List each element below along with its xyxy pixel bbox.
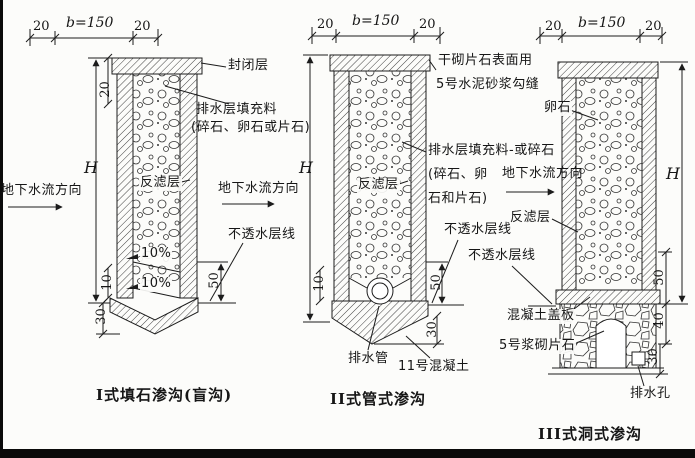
slope-mark-icon xyxy=(126,254,138,259)
dim-cap-20: 20 xyxy=(97,81,113,98)
dim-top-right: 20 xyxy=(419,17,436,32)
type1-right-wall xyxy=(179,73,198,299)
concrete-cover-slab xyxy=(555,289,661,305)
dim-30: 30 xyxy=(424,321,440,338)
label-groundwater-flow: 地下水流方向 xyxy=(502,166,584,181)
label-impermeable-line: 不透水层线 xyxy=(468,248,536,263)
dim-50: 50 xyxy=(428,274,444,291)
dim-top-width: b=150 xyxy=(66,15,114,31)
dim-top-left: 20 xyxy=(33,19,50,34)
dim-height-H: H xyxy=(666,164,680,183)
label-seal-layer: 封闭层 xyxy=(228,58,269,73)
label-cobble: 卵石 xyxy=(543,100,573,116)
type2-cap xyxy=(329,54,431,72)
label-slope-lower: 10% xyxy=(140,276,173,292)
label-concrete-cover-slab: 混凝土盖板 xyxy=(506,308,576,324)
scan-border-left xyxy=(0,0,3,458)
dim-top-right: 20 xyxy=(645,19,662,34)
dim-40: 40 xyxy=(651,312,667,329)
label-drain-pipe: 排水管 xyxy=(348,351,389,366)
type2-right-wall xyxy=(410,70,427,302)
caption-type3: III式洞式渗沟 xyxy=(538,425,643,443)
label-filter-layer: 反滤层 xyxy=(357,177,400,193)
label-groundwater-flow: 地下水流方向 xyxy=(1,183,83,198)
drain-hole xyxy=(631,351,646,366)
tunnel-cavity xyxy=(595,318,627,369)
dim-50: 50 xyxy=(206,272,222,289)
type2-left-wall xyxy=(333,70,350,302)
dim-top-width: b=150 xyxy=(578,15,626,31)
type2-drawing xyxy=(222,27,464,359)
label-slope-upper: 10% xyxy=(140,246,173,262)
label-drain-fill-line2: (碎石、卵石或片石) xyxy=(191,120,311,135)
label-drylaid-stone-line1: 干砌片石表面用 xyxy=(438,53,533,68)
label-drylaid-stone-line2: 5号水泥砂浆勾缝 xyxy=(436,77,540,92)
label-impermeable-line: 不透水层线 xyxy=(228,227,296,242)
dim-30: 30 xyxy=(93,308,109,325)
type3-right-wall xyxy=(641,77,657,291)
caption-type2: II式管式渗沟 xyxy=(330,390,427,408)
dim-height-H: H xyxy=(299,158,313,177)
label-drain-fill-line1: 排水层填充料 xyxy=(196,102,278,117)
dim-50: 50 xyxy=(651,269,667,286)
type3-drawing xyxy=(506,27,688,387)
label-drain-hole: 排水孔 xyxy=(630,386,671,401)
type2-concrete-base xyxy=(331,300,429,345)
type1-seal-cap xyxy=(111,57,203,75)
dim-top-width: b=150 xyxy=(352,13,400,29)
dim-top-left: 20 xyxy=(545,19,562,34)
drain-pipe-bore xyxy=(371,282,389,300)
slope-mark-icon xyxy=(126,284,138,289)
dim-height-H: H xyxy=(84,158,98,177)
label-drain-fill-line3: 石和片石) xyxy=(428,191,488,206)
type1-left-wall xyxy=(116,73,134,299)
type1-base xyxy=(109,297,199,335)
type2-stone-fill xyxy=(349,71,411,278)
label-mortared-rubble: 5号浆砌片石 xyxy=(498,338,577,354)
label-filter-layer: 反滤层 xyxy=(139,175,182,191)
label-impermeable-line: 不透水层线 xyxy=(444,222,512,237)
dim-top-left: 20 xyxy=(317,17,334,32)
label-groundwater-flow: 地下水流方向 xyxy=(218,181,300,196)
type3-cobble-fill xyxy=(576,78,642,286)
label-filter-layer: 反滤层 xyxy=(510,210,551,225)
dim-10: 10 xyxy=(311,275,327,292)
label-no11-concrete: 11号混凝土 xyxy=(398,359,470,374)
dim-30: 30 xyxy=(645,348,661,365)
dim-top-right: 20 xyxy=(134,19,151,34)
label-drain-fill-line1: 排水层填充料-或碎石 xyxy=(428,143,555,158)
type3-cap xyxy=(557,61,659,79)
caption-type1: I式填石渗沟(盲沟) xyxy=(96,386,233,404)
scan-border-bottom xyxy=(0,449,695,458)
dim-10: 10 xyxy=(99,274,115,291)
label-drain-fill-line2: (碎石、卵 xyxy=(428,167,488,182)
